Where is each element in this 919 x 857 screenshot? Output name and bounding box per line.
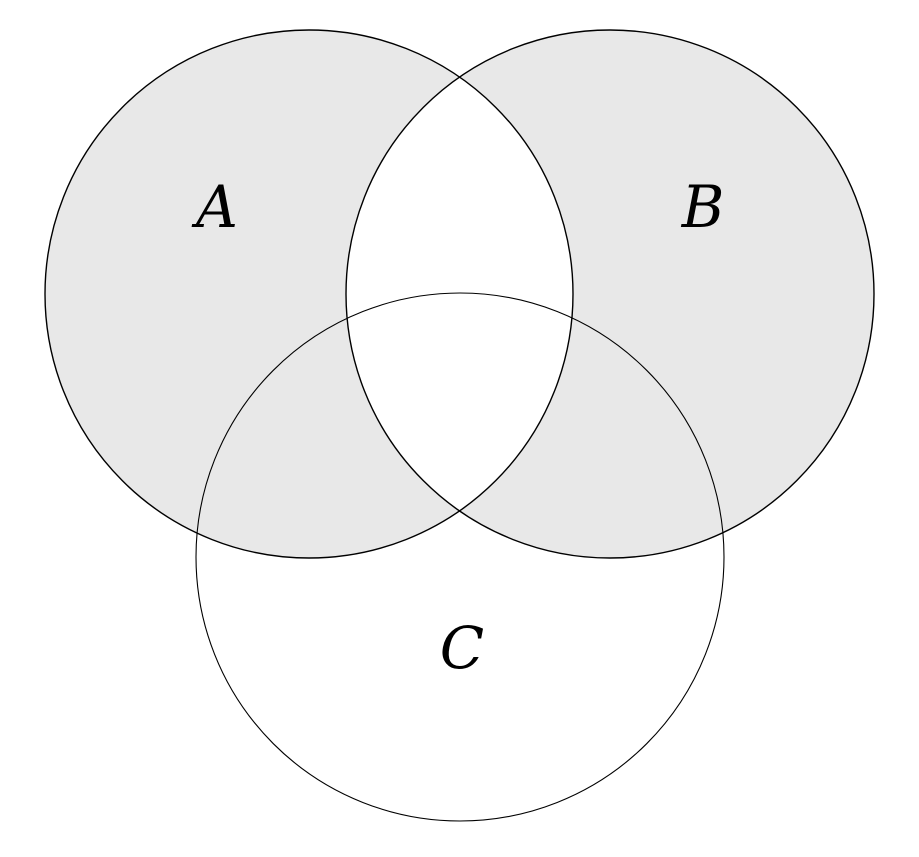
circle-b — [345, 29, 875, 559]
set-label-b: B — [681, 173, 725, 241]
circle-a — [44, 29, 574, 559]
shaded-region-a-xor-b — [45, 30, 874, 558]
set-label-a: A — [191, 173, 238, 241]
circle-c — [195, 292, 725, 822]
set-label-c: C — [440, 614, 484, 682]
